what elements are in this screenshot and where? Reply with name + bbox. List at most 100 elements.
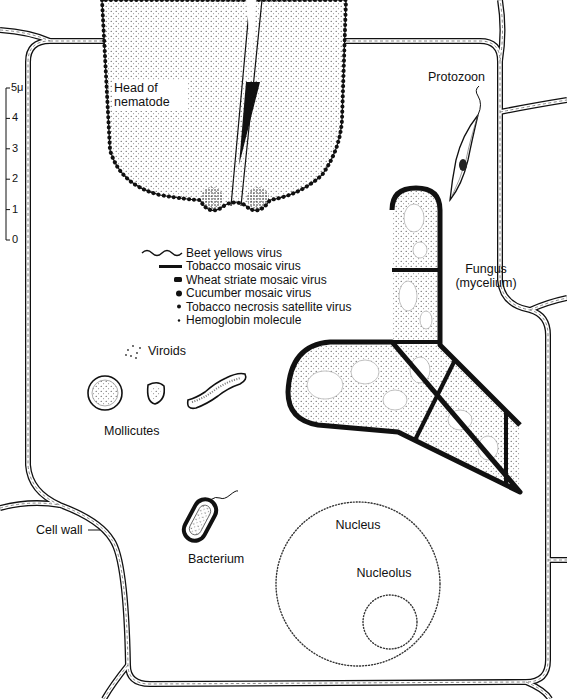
size-legend: Beet yellows virusTobacco mosaic virusWh… [140, 246, 351, 327]
septum [392, 340, 440, 344]
protozoon-drawing [450, 86, 481, 200]
vacuole [404, 204, 424, 232]
protozoon-ridge [452, 115, 478, 196]
legend-sample-shape [176, 290, 182, 296]
nematode-cuticle-annuli [102, 0, 346, 210]
legend-sample-shape [142, 251, 182, 256]
legend-sample [140, 246, 184, 259]
vacuole [420, 311, 432, 329]
vacuole [351, 360, 379, 384]
nematode-stipple [102, 0, 346, 210]
scale-tick [6, 240, 10, 241]
organism-label: Mollicutes [104, 424, 160, 438]
organism-label: Viroids [148, 344, 186, 358]
nematode-cuticle [102, 0, 346, 210]
leader-line [88, 530, 100, 531]
scale-tick [6, 148, 10, 149]
scale-tick [6, 209, 10, 210]
vacuole [399, 281, 417, 311]
scale-line [6, 88, 7, 240]
nematode-stylet [231, 0, 262, 206]
legend-sample-shape [174, 277, 182, 282]
septum [392, 268, 440, 272]
septum [415, 360, 455, 440]
hypha-cytoplasm [288, 188, 520, 492]
legend-row: Wheat striate mosaic virus [140, 273, 351, 287]
scale-number: 4 [12, 111, 18, 124]
viroid [125, 354, 127, 356]
protozoon-nucleus [459, 159, 467, 171]
part-label: Cell wall [36, 523, 83, 537]
scale-tick [6, 88, 10, 89]
scale-number: 5μ [11, 81, 23, 94]
legend-text: Cucumber mosaic virus [186, 286, 311, 300]
hypha-wall [288, 188, 520, 492]
legend-row: Beet yellows virus [140, 246, 351, 260]
nucleolus-circle [363, 595, 417, 649]
viroid [135, 357, 137, 359]
node-label: Nucleus [335, 518, 380, 532]
legend-text: Tobacco necrosis satellite virus [186, 300, 351, 314]
legend-sample-shape [178, 319, 180, 321]
scale-number: 2 [12, 172, 18, 185]
legend-sample-shape [177, 305, 181, 309]
mollicute [88, 376, 122, 410]
mollicute [188, 374, 246, 409]
legend-sample-shape [159, 265, 182, 268]
bacterium-drawing [180, 491, 238, 545]
legend-sample [140, 287, 184, 300]
nucleus-circle: NucleusNucleolus [274, 500, 442, 668]
stylet-knob [239, 82, 260, 165]
organism-label: Protozoon [428, 70, 485, 84]
scale-number: 3 [12, 142, 18, 155]
viroid-dots [125, 345, 141, 359]
vacuole [413, 242, 427, 258]
legend-row: Cucumber mosaic virus [140, 287, 351, 301]
organism-label: Bacterium [188, 552, 244, 566]
vacuole [307, 371, 343, 399]
bacterium-wall [180, 495, 220, 544]
septum [504, 411, 508, 485]
vacuole [383, 390, 407, 410]
bacterium-cytoplasm [187, 503, 213, 537]
protozoon-body [450, 115, 478, 200]
legend-text: Tobacco mosaic virus [186, 259, 301, 273]
mollicute-inner [92, 380, 118, 406]
viroid [132, 345, 134, 347]
legend-row: Tobacco mosaic virus [140, 260, 351, 274]
node-label: Head of nematode [112, 80, 188, 111]
legend-sample [140, 300, 184, 313]
legend-row: Hemoglobin molecule [140, 314, 351, 328]
mollicute [148, 383, 165, 404]
scale-number: 0 [12, 233, 18, 246]
protozoon-flagellum [476, 86, 480, 115]
viroid [139, 347, 141, 349]
viroid [130, 355, 132, 357]
hypha-ground [288, 188, 520, 492]
nematode-ground [102, 0, 346, 210]
fungus-drawing [288, 188, 520, 492]
nematode-head: Head of nematode [100, 0, 348, 222]
viroid [136, 352, 138, 354]
nucleus-circle [276, 502, 440, 666]
hypha-septa [392, 270, 506, 485]
nematode-head-outline [100, 0, 348, 222]
scale-bar [6, 88, 10, 240]
bacterium-flagellum [210, 491, 238, 500]
scale-tick [6, 179, 10, 180]
organism-label: Fungus (mycelium) [446, 262, 526, 291]
stylet-lumen [246, 0, 256, 60]
legend-row: Tobacco necrosis satellite virus [140, 300, 351, 314]
scale-tick [6, 118, 10, 119]
nucleolus-circle: Nucleolus [348, 566, 420, 656]
hypha-vacuoles [307, 204, 498, 460]
mollicute-inner [192, 378, 241, 402]
mollicutes-drawing [88, 374, 246, 411]
legend-text: Beet yellows virus [186, 246, 282, 260]
